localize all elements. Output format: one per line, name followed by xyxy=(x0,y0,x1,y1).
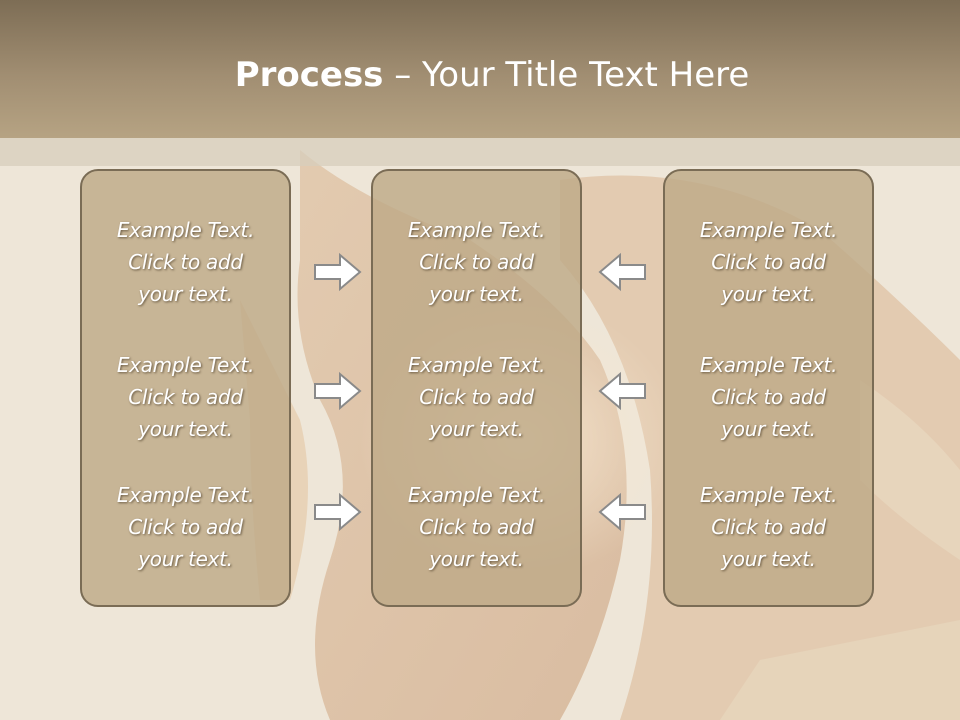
arrow-right-icon xyxy=(314,371,362,411)
title-bar xyxy=(0,0,960,138)
text-line: Example Text. xyxy=(116,218,255,242)
text-block[interactable]: Example Text. Click to add your text. xyxy=(665,214,872,310)
arrow-right-icon xyxy=(314,492,362,532)
text-line: Click to add xyxy=(419,515,534,539)
text-line: your text. xyxy=(138,547,233,571)
arrow-left-icon xyxy=(598,371,646,411)
text-line: Example Text. xyxy=(116,353,255,377)
text-line: Click to add xyxy=(711,385,826,409)
text-line: Click to add xyxy=(128,385,243,409)
process-box-center[interactable]: Example Text. Click to add your text. Ex… xyxy=(371,169,582,607)
slide-title[interactable]: Process – Your Title Text Here xyxy=(0,52,960,98)
text-block[interactable]: Example Text. Click to add your text. xyxy=(665,479,872,575)
text-line: Example Text. xyxy=(699,353,838,377)
text-line: Example Text. xyxy=(699,483,838,507)
text-line: Example Text. xyxy=(116,483,255,507)
text-line: your text. xyxy=(429,282,524,306)
text-line: your text. xyxy=(721,547,816,571)
text-line: Click to add xyxy=(128,250,243,274)
arrow-left-icon xyxy=(598,492,646,532)
text-block[interactable]: Example Text. Click to add your text. xyxy=(373,349,580,445)
text-line: Click to add xyxy=(128,515,243,539)
text-line: Click to add xyxy=(711,250,826,274)
text-block[interactable]: Example Text. Click to add your text. xyxy=(82,214,289,310)
text-line: your text. xyxy=(138,282,233,306)
text-line: Click to add xyxy=(419,385,534,409)
text-line: your text. xyxy=(429,417,524,441)
text-block[interactable]: Example Text. Click to add your text. xyxy=(82,479,289,575)
text-block[interactable]: Example Text. Click to add your text. xyxy=(82,349,289,445)
text-line: Example Text. xyxy=(407,218,546,242)
text-line: Example Text. xyxy=(699,218,838,242)
title-bar-strip xyxy=(0,138,960,166)
process-box-right[interactable]: Example Text. Click to add your text. Ex… xyxy=(663,169,874,607)
text-line: Example Text. xyxy=(407,483,546,507)
text-line: Example Text. xyxy=(407,353,546,377)
text-block[interactable]: Example Text. Click to add your text. xyxy=(373,214,580,310)
slide-title-bold: Process xyxy=(234,55,384,95)
text-line: Click to add xyxy=(419,250,534,274)
text-line: your text. xyxy=(138,417,233,441)
text-line: your text. xyxy=(721,417,816,441)
text-block[interactable]: Example Text. Click to add your text. xyxy=(665,349,872,445)
arrow-left-icon xyxy=(598,252,646,292)
slide-title-rest: – Your Title Text Here xyxy=(383,55,750,95)
text-line: Click to add xyxy=(711,515,826,539)
text-block[interactable]: Example Text. Click to add your text. xyxy=(373,479,580,575)
text-line: your text. xyxy=(721,282,816,306)
process-box-left[interactable]: Example Text. Click to add your text. Ex… xyxy=(80,169,291,607)
arrow-right-icon xyxy=(314,252,362,292)
text-line: your text. xyxy=(429,547,524,571)
